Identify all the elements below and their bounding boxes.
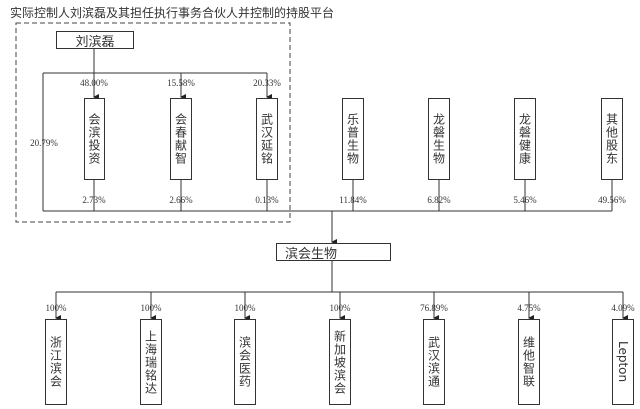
subsidiary-box: 维他智联 xyxy=(518,319,540,405)
holder-box: 龙磐生物 xyxy=(428,98,450,180)
company-box: 滨会生物 xyxy=(276,243,391,262)
platform-dashed-boundary xyxy=(15,22,291,223)
holder-pct: 5.46% xyxy=(513,195,537,205)
subsidiary-box: 浙江滨会 xyxy=(45,319,67,405)
subsidiary-box: 滨会医药 xyxy=(234,319,256,405)
platform-out-pct: 0.13% xyxy=(255,195,279,205)
subsidiary-box: 上海瑞铭达 xyxy=(140,319,162,405)
platform-box: 会春献智 xyxy=(170,98,192,180)
platform-box: 会滨投资 xyxy=(84,98,105,180)
controller-box: 刘滨磊 xyxy=(56,31,134,50)
holder-name: 乐普生物 xyxy=(345,113,360,165)
subsidiary-pct: 76.89% xyxy=(420,303,448,313)
subsidiary-name: 浙江滨会 xyxy=(48,336,63,388)
platform-in-pct: 48.00% xyxy=(80,78,108,88)
subsidiary-pct: 4.09% xyxy=(611,303,635,313)
platform-out-pct: 2.73% xyxy=(82,195,106,205)
subsidiary-name: Lepton xyxy=(616,341,630,383)
subsidiary-name: 上海瑞铭达 xyxy=(143,329,158,395)
subsidiary-name: 维他智联 xyxy=(521,336,536,388)
subsidiary-pct: 100% xyxy=(45,303,67,313)
holder-box: 龙磐健康 xyxy=(514,98,536,180)
platform-box: 武汉延铭 xyxy=(256,98,278,180)
subsidiary-pct: 100% xyxy=(140,303,162,313)
subsidiary-pct: 100% xyxy=(234,303,256,313)
diagram-title: 实际控制人刘滨磊及其担任执行事务合伙人并控制的持股平台 xyxy=(10,6,335,20)
subsidiary-box: 新加坡滨会 xyxy=(329,319,351,405)
controller-direct-pct: 20.79% xyxy=(30,138,58,148)
holder-name: 其他股东 xyxy=(604,113,619,165)
platform-name: 会滨投资 xyxy=(87,113,101,165)
holder-pct: 49.56% xyxy=(598,195,626,205)
subsidiary-box: Lepton xyxy=(612,319,634,405)
subsidiary-name: 新加坡滨会 xyxy=(332,329,347,395)
platform-out-pct: 2.66% xyxy=(169,195,193,205)
subsidiary-box: 武汉滨通 xyxy=(423,319,445,405)
holder-box: 乐普生物 xyxy=(342,98,364,180)
holder-box: 其他股东 xyxy=(601,98,623,180)
subsidiary-pct: 4.75% xyxy=(517,303,541,313)
subsidiary-name: 滨会医药 xyxy=(237,336,252,388)
platform-in-pct: 15.58% xyxy=(167,78,195,88)
subsidiary-name: 武汉滨通 xyxy=(426,336,441,388)
holder-pct: 11.84% xyxy=(339,195,367,205)
platform-in-pct: 20.33% xyxy=(253,78,281,88)
platform-name: 会春献智 xyxy=(173,113,188,165)
subsidiary-pct: 100% xyxy=(329,303,351,313)
platform-name: 武汉延铭 xyxy=(259,113,274,165)
holder-pct: 6.82% xyxy=(427,195,451,205)
holder-name: 龙磐生物 xyxy=(431,113,446,165)
holder-name: 龙磐健康 xyxy=(517,113,532,165)
